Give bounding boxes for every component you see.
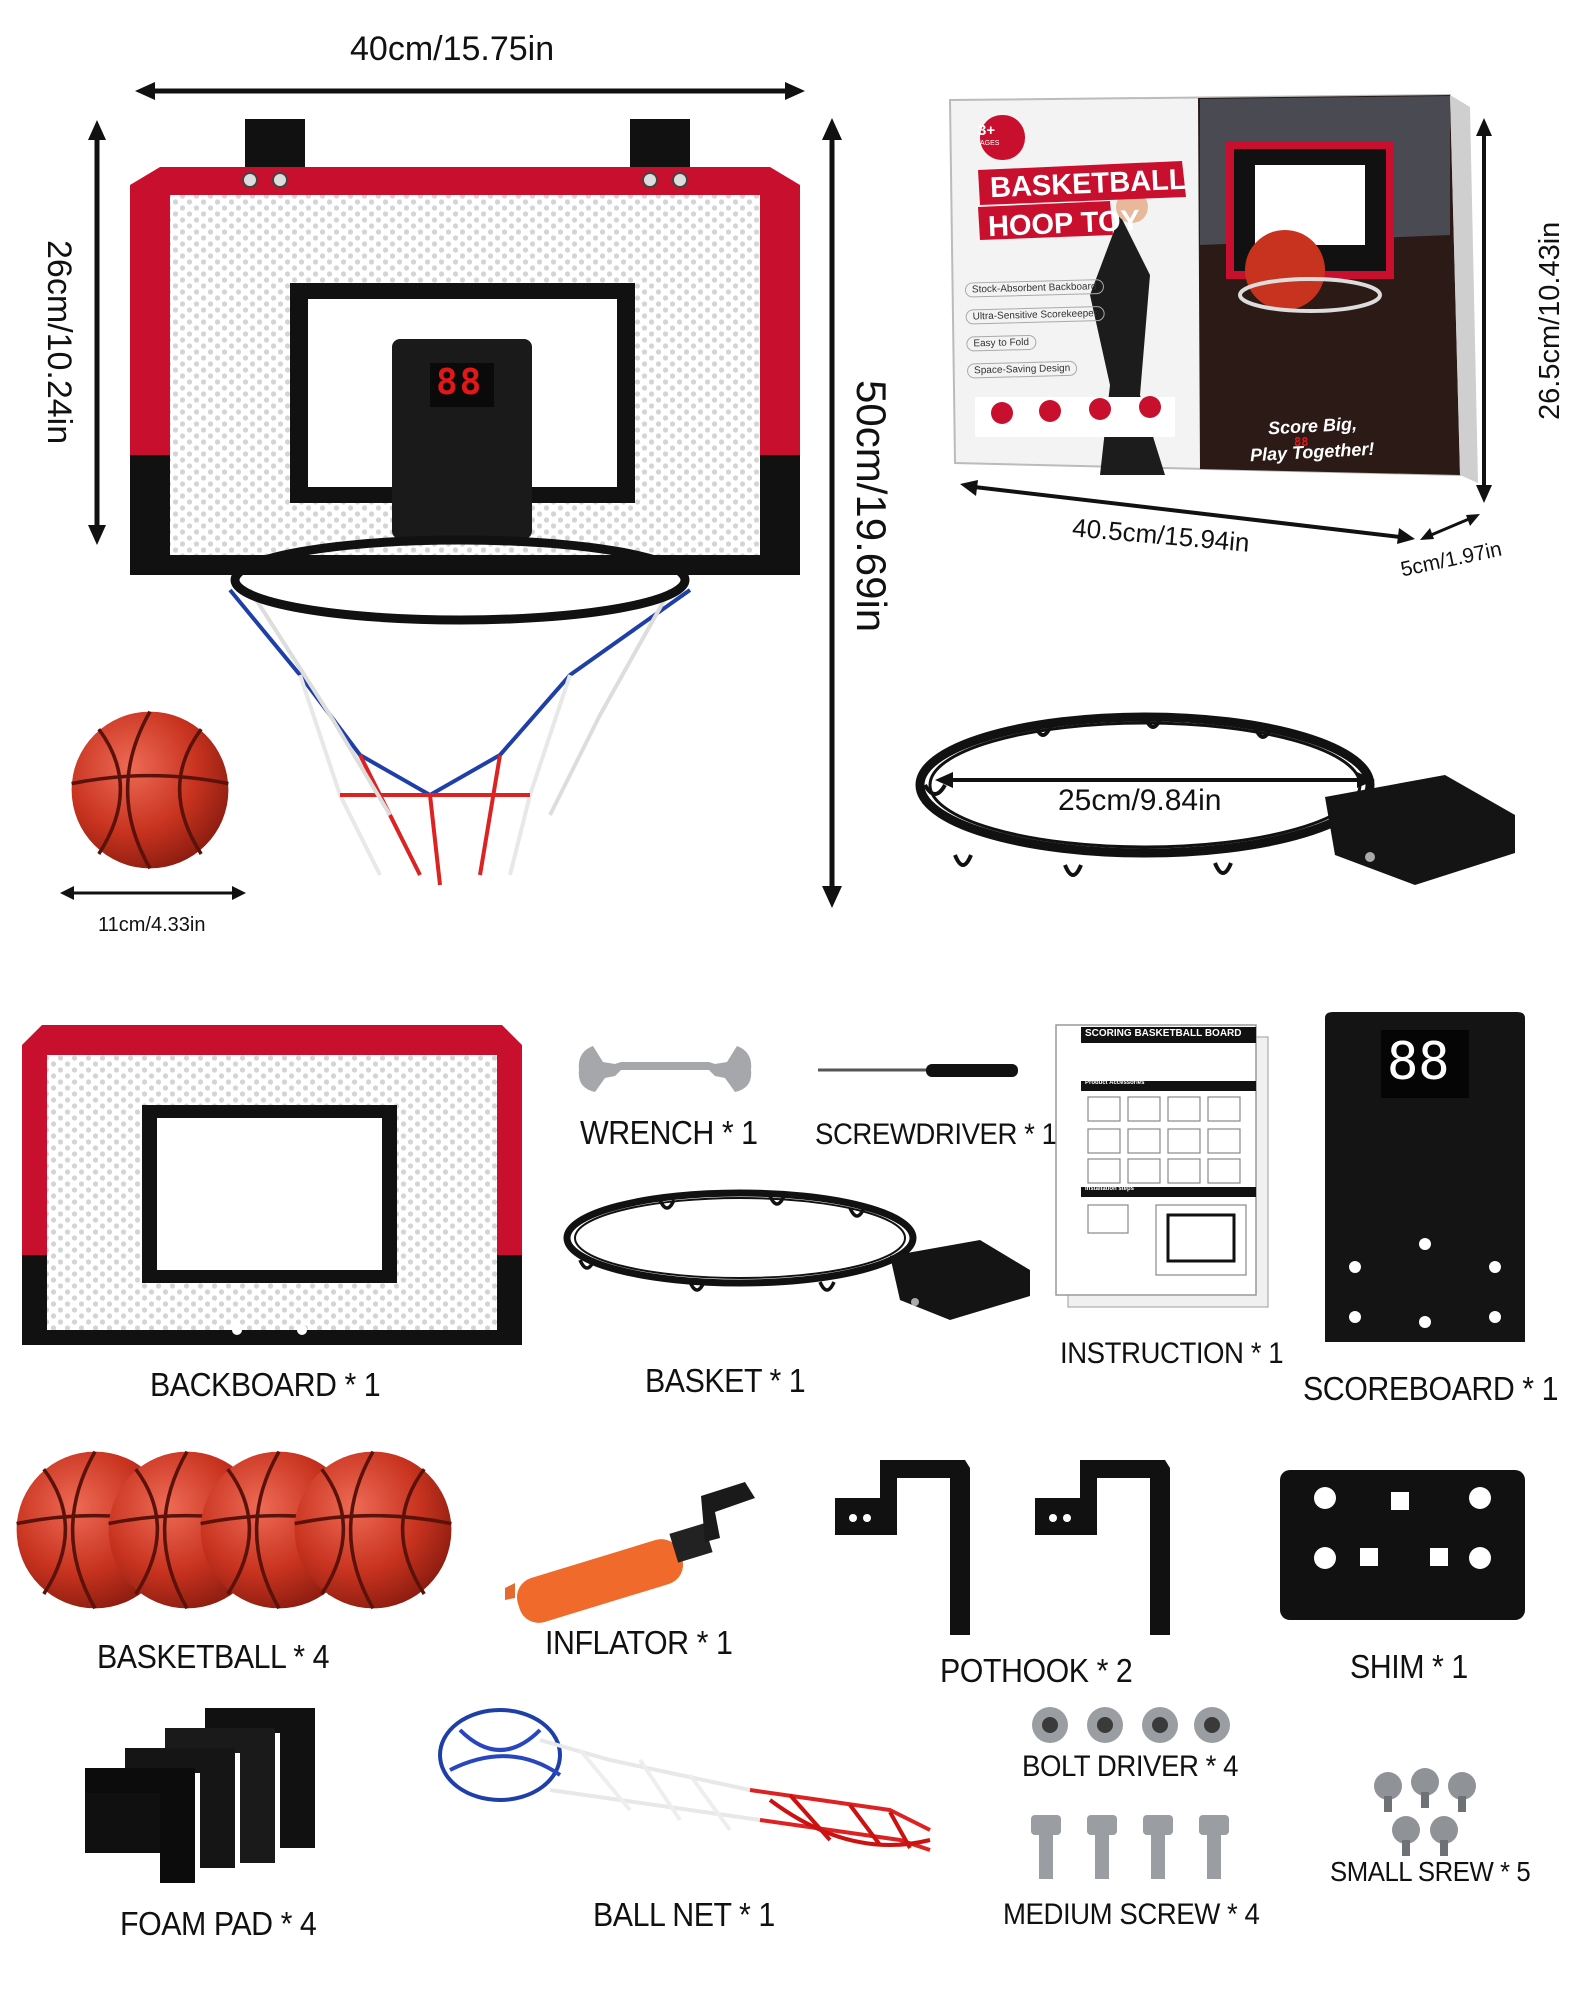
backboard-part (22, 1025, 522, 1345)
pothook-label: POTHOOK * 2 (940, 1652, 1133, 1689)
product-box (948, 93, 1478, 483)
instruction-sheet (1055, 1024, 1269, 1308)
medium-screw-label: MEDIUM SCREW * 4 (1003, 1898, 1260, 1931)
foam-pad-icon (85, 1708, 315, 1883)
rim-diameter-label: 25cm/9.84in (1058, 784, 1222, 817)
small-screw-label: SMALL SREW * 5 (1330, 1856, 1531, 1887)
medium-screw-icon (1031, 1815, 1229, 1879)
box-feature: Ultra-Sensitive Scorekeeper (965, 305, 1105, 325)
scoreboard-part-display: 88 (1387, 1032, 1450, 1092)
box-feature: Space-Saving Design (966, 360, 1078, 379)
foam-pad-label: FOAM PAD * 4 (120, 1905, 317, 1942)
bolt-driver-icon (1032, 1707, 1230, 1743)
scoreboard-part-label: SCOREBOARD * 1 (1303, 1370, 1559, 1407)
inflator-label: INFLATOR * 1 (545, 1624, 733, 1661)
ball-diameter-label: 11cm/4.33in (98, 914, 206, 936)
box-width-arrow (960, 480, 1415, 544)
box-title-line2: HOOP TOY (987, 204, 1141, 244)
wrench-icon (578, 1046, 752, 1092)
bolt-driver-label: BOLT DRIVER * 4 (1022, 1750, 1239, 1783)
basketball-sample (70, 710, 230, 870)
hoop-width-label: 40cm/15.75in (350, 30, 555, 68)
ball-net-label: BALL NET * 1 (593, 1896, 775, 1933)
rim-diameter-arrow (935, 772, 1375, 788)
basket-part (563, 1189, 1030, 1320)
scoreboard-part (1325, 1012, 1525, 1342)
hoop-height-label: 50cm/19.69in (848, 380, 895, 633)
box-score-display: 88 (1294, 435, 1309, 449)
basketballs-four (15, 1450, 453, 1610)
screwdriver-label: SCREWDRIVER * 1 (815, 1118, 1057, 1151)
backboard-part-label: BACKBOARD * 1 (150, 1366, 381, 1403)
instruction-sheet-title: SCORING BASKETBALL BOARD (1085, 1028, 1242, 1039)
assembled-hoop (130, 119, 800, 886)
inflator-icon (505, 1482, 755, 1623)
hoop-width-arrow (135, 82, 805, 100)
shim-icon (1280, 1470, 1525, 1620)
box-height-arrow (1476, 118, 1492, 503)
box-feature: Easy to Fold (966, 334, 1037, 352)
box-age-badge: 3+ (978, 122, 996, 139)
basket-part-label: BASKET * 1 (645, 1362, 806, 1399)
basketball-label: BASKETBALL * 4 (97, 1638, 330, 1675)
instruction-label: INSTRUCTION * 1 (1060, 1337, 1284, 1370)
box-depth-arrow (1420, 514, 1480, 540)
screwdriver-icon (818, 1064, 1018, 1077)
box-feature-list: Stock-Absorbent Backboard Ultra-Sensitiv… (964, 277, 1167, 379)
shim-label: SHIM * 1 (1350, 1648, 1468, 1685)
box-height-label: 26.5cm/10.43in (1534, 221, 1566, 420)
box-age-sub: AGES (980, 140, 1000, 147)
backboard-height-arrow (88, 120, 106, 545)
small-screw-icon (1374, 1768, 1476, 1856)
instruction-section-steps: Installation steps (1085, 1186, 1135, 1192)
ball-diameter-arrow (60, 886, 246, 900)
ball-net-icon (438, 1708, 931, 1852)
rim-large (915, 712, 1515, 885)
backboard-height-label: 26cm/10.24in (40, 240, 78, 445)
wrench-label: WRENCH * 1 (580, 1114, 758, 1151)
box-feature: Stock-Absorbent Backboard (964, 279, 1104, 298)
instruction-section-accessories: Product Accessories (1085, 1080, 1145, 1086)
hoop-score-display: 88 (436, 362, 484, 403)
pothook-icon (835, 1460, 1170, 1635)
hoop-height-arrow (822, 118, 842, 908)
